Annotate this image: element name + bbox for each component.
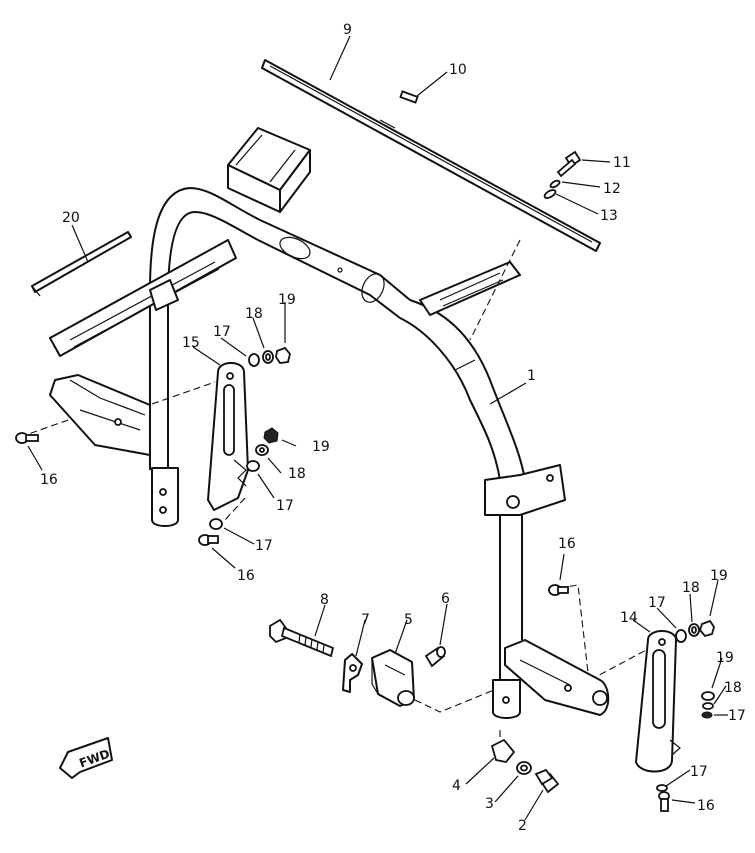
- label-part-1: 1: [527, 368, 536, 384]
- washer-part-3: [516, 761, 532, 775]
- bolt-part-16-lower-left: [198, 534, 219, 546]
- left-slotted-arm: [49, 239, 237, 357]
- label-part-17-upper-left: 17: [213, 324, 231, 340]
- upper-right-slotted-bracket: [419, 261, 521, 316]
- rod-part-20: [31, 231, 132, 297]
- nut-part-19-upper-left: [275, 346, 291, 364]
- nut-part-19-mid-left: [263, 427, 279, 444]
- bolt-part-16-left: [15, 432, 39, 444]
- washer-part-17-right-bottom: [656, 784, 668, 792]
- label-part-16-right-bottom: 16: [697, 798, 715, 814]
- label-part-4: 4: [452, 778, 461, 794]
- leader-lines: [27, 35, 728, 821]
- washer-part-18-upper-left: [262, 350, 274, 364]
- fwd-arrow-icon: FWD: [59, 737, 113, 779]
- label-part-19-upper-left: 19: [278, 292, 296, 308]
- label-part-3: 3: [485, 796, 494, 812]
- label-part-7: 7: [361, 612, 370, 628]
- label-part-18-right-upper: 18: [682, 580, 700, 596]
- label-part-9: 9: [343, 22, 352, 38]
- label-part-8: 8: [320, 592, 329, 608]
- label-part-14: 14: [620, 610, 638, 626]
- pin-part-10: [399, 90, 419, 104]
- bolt-part-16-right-bottom: [658, 791, 670, 812]
- label-part-16-lower-left: 16: [237, 568, 255, 584]
- label-part-17-lower-left: 17: [255, 538, 273, 554]
- washer-part-17-lower-left: [209, 518, 223, 530]
- right-footrest: [504, 639, 610, 716]
- washer-part-18-right-lower: [702, 702, 714, 710]
- label-part-18-right-lower: 18: [724, 680, 742, 696]
- crossbar-part-9: [261, 59, 601, 252]
- label-part-19-right-lower: 19: [716, 650, 734, 666]
- label-part-17-mid-left: 17: [276, 498, 294, 514]
- washer-part-13: [543, 189, 557, 199]
- washer-part-17-mid-left: [246, 460, 260, 472]
- label-part-10: 10: [449, 62, 467, 78]
- bolt-part-16-right-upper: [548, 584, 569, 596]
- step-plate-part-14: [635, 630, 681, 773]
- step-plate-part-15: [207, 362, 249, 511]
- clamp-part-5: [371, 649, 415, 707]
- label-part-19-right-upper: 19: [710, 568, 728, 584]
- washer-part-17-right-upper: [675, 629, 687, 643]
- washer-part-18-mid-left: [255, 444, 269, 456]
- label-part-12: 12: [603, 181, 621, 197]
- plate-part-4: [490, 738, 516, 763]
- washer-part-18-right-upper: [688, 623, 700, 637]
- label-part-11: 11: [613, 155, 631, 171]
- bolt-part-11: [556, 150, 582, 178]
- label-part-16-left: 16: [40, 472, 58, 488]
- label-part-16-right-upper: 16: [558, 536, 576, 552]
- left-footrest: [49, 374, 151, 456]
- label-part-18-mid-left: 18: [288, 466, 306, 482]
- label-part-6: 6: [441, 591, 450, 607]
- bolt-part-8: [269, 618, 335, 658]
- label-part-20: 20: [62, 210, 80, 226]
- part-labels: 9 10 11 12 13 20 1 15 17 18 19 16 19 18 …: [40, 22, 746, 834]
- label-part-19-mid-left: 19: [312, 439, 330, 455]
- label-part-18-upper-left: 18: [245, 306, 263, 322]
- nut-part-19-right-lower: [701, 691, 715, 701]
- label-part-15: 15: [182, 335, 200, 351]
- washer-part-17-right-lower: [701, 711, 713, 719]
- upper-left-bracket: [227, 127, 311, 213]
- label-part-2: 2: [518, 818, 527, 834]
- label-part-17-right-bottom: 17: [690, 764, 708, 780]
- label-part-17-right-upper: 17: [648, 595, 666, 611]
- washer-part-12: [549, 179, 561, 189]
- nut-part-19-right-upper: [698, 619, 715, 638]
- label-part-13: 13: [600, 208, 618, 224]
- bracket-part-7: [342, 653, 363, 693]
- bolt-part-2: [534, 768, 560, 794]
- label-part-17-right-lower: 17: [728, 708, 746, 724]
- washer-part-17-upper-left: [248, 353, 260, 367]
- bushing-part-6: [424, 646, 446, 668]
- label-part-5: 5: [404, 612, 413, 628]
